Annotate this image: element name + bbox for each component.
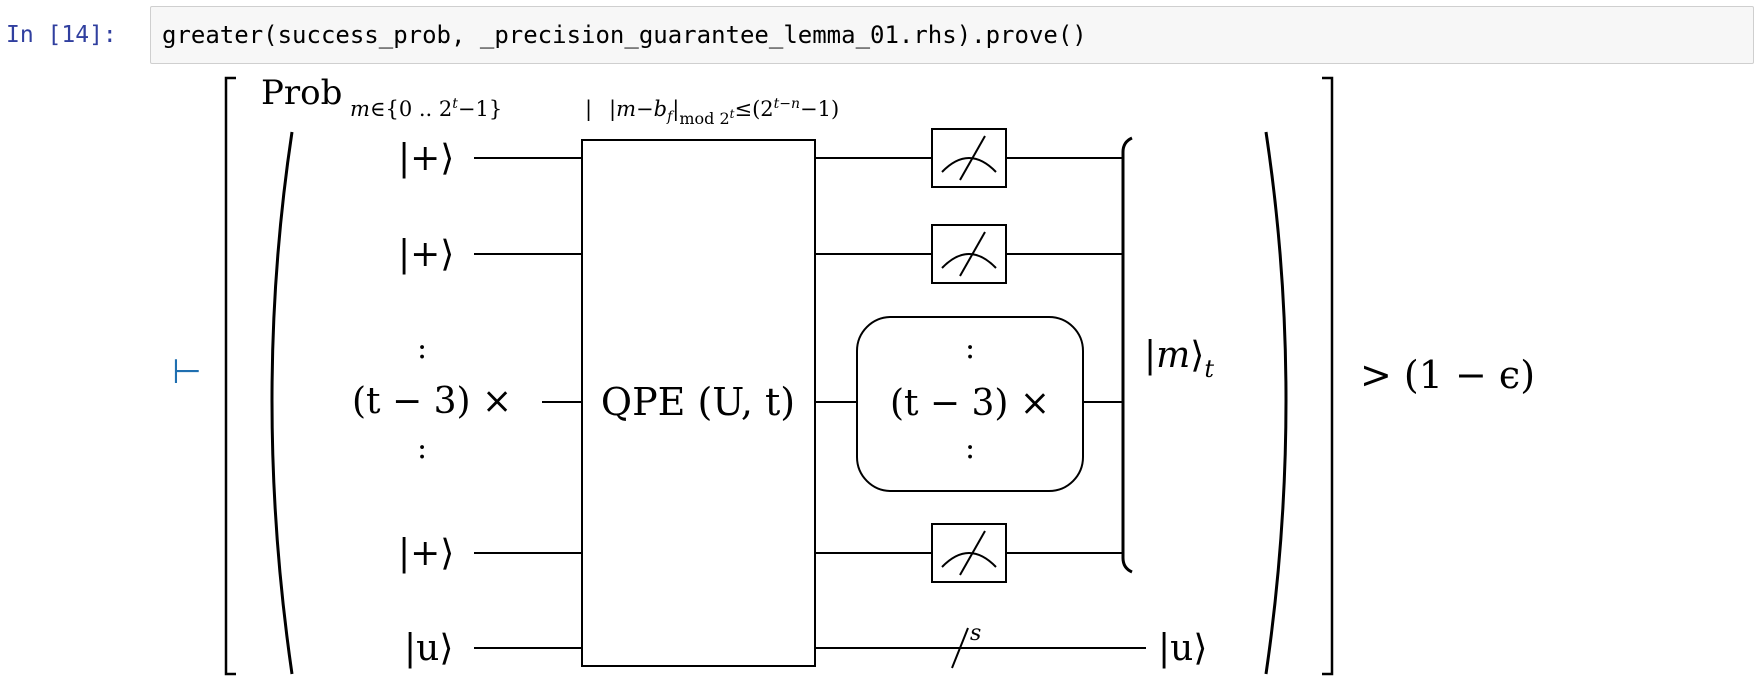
code-text[interactable]: greater(success_prob, _precision_guarant… xyxy=(162,21,1087,49)
code-input-area[interactable]: greater(success_prob, _precision_guarant… xyxy=(150,6,1754,64)
u-input-state: |u⟩ xyxy=(404,628,453,669)
prob-subscript: m∈{0 .. 2t−1} | |m−bf|mod 2t≤(2t−n−1) xyxy=(350,96,839,128)
cell-prompt: In [14]: xyxy=(6,22,117,48)
output-bracket xyxy=(1121,136,1133,574)
plus-state-2: |+⟩ xyxy=(398,234,454,275)
repeat-measure-box xyxy=(856,316,1084,492)
output-m-state: |m⟩t xyxy=(1144,335,1214,383)
repeat-box-dots-bottom: : xyxy=(965,431,975,466)
ellipsis-bottom: : xyxy=(417,431,427,466)
bundle-slash xyxy=(951,627,969,669)
left-paren xyxy=(270,131,294,675)
comparison-expression: > (1 − ϵ) xyxy=(1360,353,1535,397)
measurement-meter-1 xyxy=(931,128,1007,188)
svg-text:|: | xyxy=(585,97,592,122)
measurement-meter-2 xyxy=(931,224,1007,284)
ellipsis-top: : xyxy=(417,331,427,366)
prob-label: Prob xyxy=(261,73,342,113)
plus-state-3: |+⟩ xyxy=(398,533,454,574)
turnstile-symbol: ⊢ xyxy=(172,352,202,392)
svg-text:m∈{0 .. 2t−1}: m∈{0 .. 2t−1} xyxy=(350,96,502,121)
plus-state-1: |+⟩ xyxy=(398,138,454,179)
right-square-bracket xyxy=(1322,76,1334,676)
u-output-state: |u⟩ xyxy=(1158,628,1207,669)
svg-text:|m−bf|mod 2t≤(2t−n−1): |m−bf|mod 2t≤(2t−n−1) xyxy=(609,96,839,128)
qpe-gate-box xyxy=(581,139,816,667)
qpe-gate-label: QPE (U, t) xyxy=(601,380,795,424)
output-wires xyxy=(815,157,1146,649)
repeat-box-dots-top: : xyxy=(965,331,975,366)
repeat-label: (t − 3) × xyxy=(352,381,512,422)
bundle-label: s xyxy=(970,621,981,646)
measurement-meter-3 xyxy=(931,523,1007,583)
left-square-bracket xyxy=(224,76,236,676)
repeat-box-label: (t − 3) × xyxy=(890,383,1050,424)
right-paren xyxy=(1264,131,1288,675)
input-wires xyxy=(474,157,582,649)
